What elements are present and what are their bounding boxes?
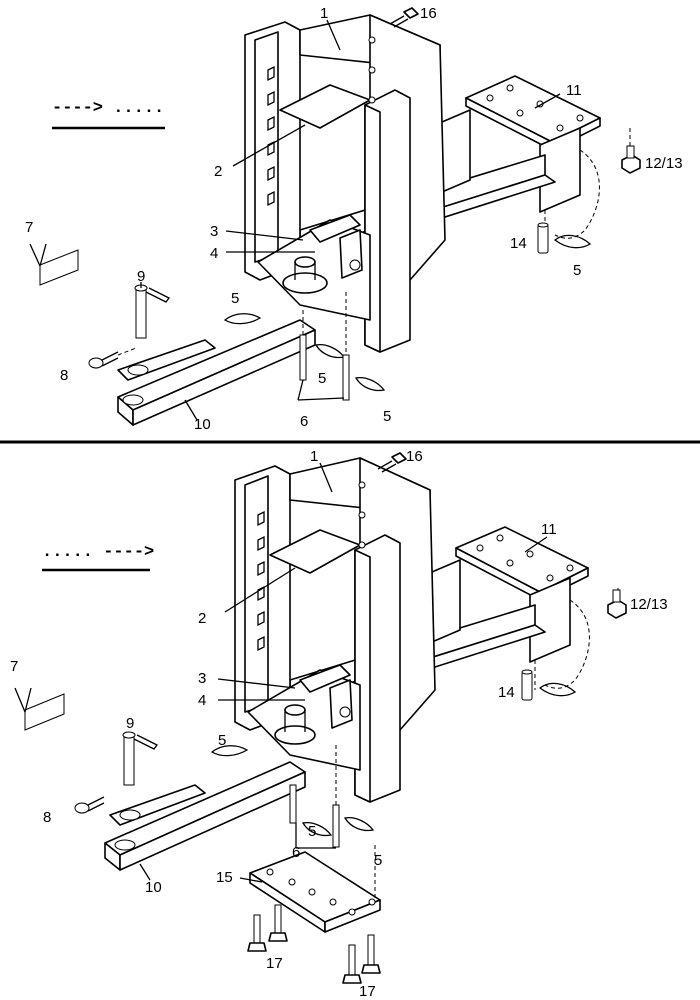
callout-9: 9 [126, 715, 134, 732]
callout-11: 11 [566, 82, 582, 99]
callout-1: 1 [320, 5, 328, 22]
pin-14 [537, 222, 549, 254]
callout-10: 10 [145, 879, 162, 896]
callout-4: 4 [210, 245, 218, 262]
callout-5-c: 5 [374, 852, 382, 869]
callout-7: 7 [25, 219, 33, 236]
callout-4: 4 [198, 692, 206, 709]
upper-view: ----> ..... [25, 5, 683, 433]
label-plate [14, 687, 65, 731]
pins-6 [289, 745, 340, 848]
callout-15: 15 [216, 869, 233, 886]
lower-view: ..... ----> [10, 448, 668, 1000]
hitch-frame [234, 457, 436, 803]
callout-2: 2 [198, 610, 206, 627]
callout-5-b: 5 [231, 290, 239, 307]
pins-6 [299, 292, 350, 401]
callout-7: 7 [10, 658, 18, 675]
label-plate [29, 243, 79, 286]
upper-legend: ----> ..... [52, 99, 164, 118]
callout-2: 2 [214, 163, 222, 180]
callout-14: 14 [510, 235, 527, 252]
callout-1: 1 [310, 448, 318, 465]
callout-5-c: 5 [318, 370, 326, 387]
callout-9: 9 [137, 268, 145, 285]
callout-8: 8 [60, 367, 68, 384]
hitch-frame [244, 14, 446, 353]
pin-9 [134, 284, 170, 339]
bolts-17 [247, 904, 381, 984]
callout-5-a: 5 [218, 732, 226, 749]
callout-6: 6 [300, 413, 308, 430]
lower-leaders [139, 462, 548, 883]
callout-3: 3 [210, 223, 218, 240]
callout-10: 10 [194, 416, 211, 433]
upper-leaders [140, 19, 561, 421]
callout-14: 14 [498, 684, 515, 701]
bolt-16 [389, 7, 419, 28]
lower-legend: ..... ----> [42, 543, 154, 562]
drawbar [117, 319, 316, 426]
support-plate [249, 845, 381, 933]
drawbar [104, 761, 306, 871]
pin-9 [122, 731, 158, 786]
callout-5-d: 5 [383, 408, 391, 425]
pin-14 [521, 669, 533, 701]
callout-16: 16 [406, 448, 423, 465]
callout-12-13: 12/13 [630, 596, 668, 613]
callout-6: 6 [292, 844, 300, 861]
callout-17-b: 17 [359, 983, 376, 1000]
mount-bracket [465, 75, 601, 213]
bolt-16 [377, 452, 407, 473]
callout-3: 3 [198, 670, 206, 687]
mount-bracket [455, 526, 589, 663]
callout-11: 11 [541, 521, 557, 538]
pin-8 [74, 796, 105, 814]
callout-17-a: 17 [266, 955, 283, 972]
nut [607, 589, 627, 619]
pin-8 [88, 347, 137, 369]
callout-5-b: 5 [308, 823, 316, 840]
callout-8: 8 [43, 809, 51, 826]
nut [621, 145, 641, 174]
callout-16: 16 [420, 5, 437, 22]
callout-5-a: 5 [573, 262, 581, 279]
callout-12-13: 12/13 [645, 155, 683, 172]
